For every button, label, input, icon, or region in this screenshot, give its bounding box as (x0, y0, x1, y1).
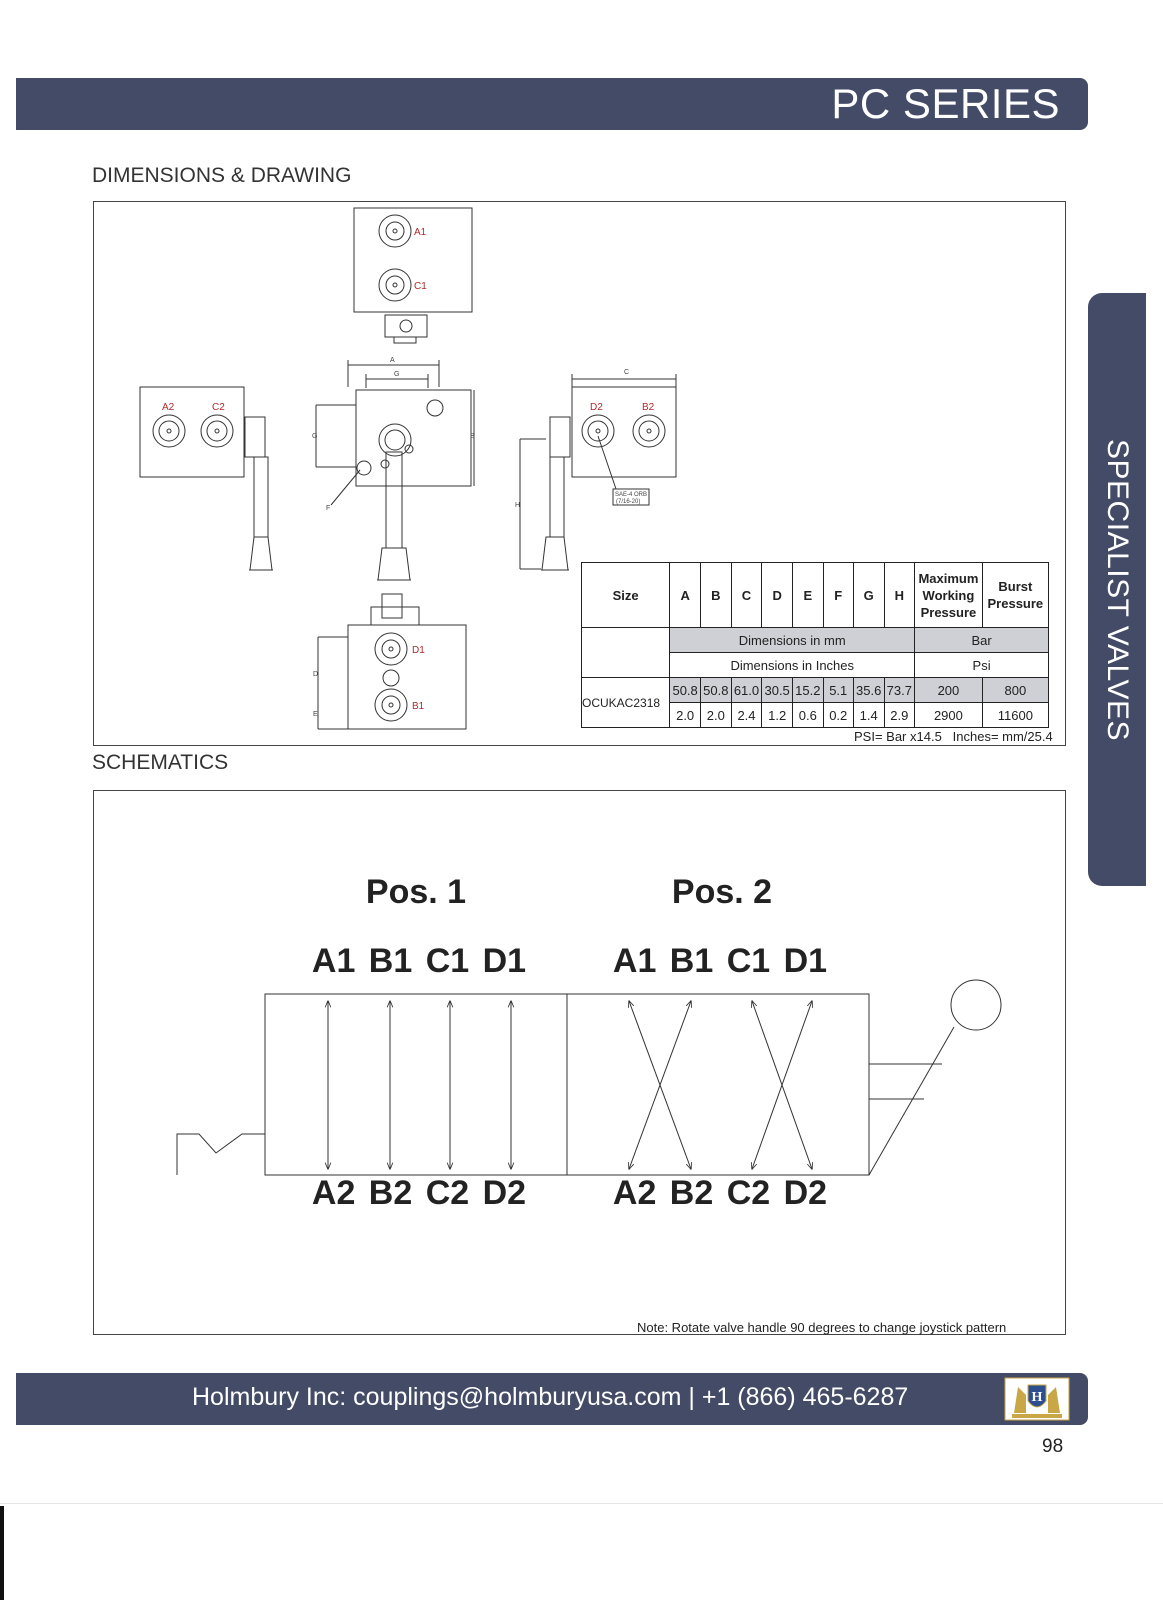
table-row-units-inches: Dimensions in Inches Psi (582, 652, 1049, 678)
units-mm: Dimensions in mm (669, 627, 916, 653)
table-cell: 73.7 (883, 677, 916, 703)
table-cell: 2900 (914, 702, 983, 728)
col-b: B (699, 562, 732, 628)
header-bar: PC SERIES (16, 78, 1088, 130)
table-cell: 2.0 (669, 702, 701, 728)
footer-contact: Holmbury Inc: couplings@holmburyusa.com … (192, 1383, 909, 1411)
schematic-note: Note: Rotate valve handle 90 degrees to … (637, 1320, 1007, 1335)
col-e: E (791, 562, 824, 628)
table-cell: 2.9 (883, 702, 916, 728)
table-cell: 2.4 (730, 702, 763, 728)
table-cell: 30.5 (761, 677, 793, 703)
pos2-top-ports: A1 B1 C1 D1 (613, 942, 827, 980)
table-row-inches: 2.0 2.0 2.4 1.2 0.6 0.2 1.4 2.9 2900 116… (582, 702, 1050, 728)
table-cell: 1.4 (852, 702, 885, 728)
side-tab-label: SPECIALIST VALVES (1101, 439, 1134, 741)
units-inches: Dimensions in Inches (669, 652, 916, 678)
table-row-mm: OCUKAC2318 50.8 50.8 61.0 30.5 15.2 5.1 … (580, 677, 1050, 728)
table-cell: 50.8 (699, 677, 732, 703)
pos1-top-ports: A1 B1 C1 D1 (312, 942, 526, 980)
table-cell: 1.2 (761, 702, 793, 728)
spec-table: Size A B C D E F G H Maximum Working Pre… (580, 562, 1050, 728)
col-c: C (730, 562, 763, 628)
table-cell: 15.2 (791, 677, 824, 703)
scan-edge-shadow (0, 1506, 4, 1600)
dim-label-a: A (390, 357, 395, 364)
dimensions-section-title: DIMENSIONS & DRAWING (92, 164, 352, 187)
table-cell: 50.8 (669, 677, 701, 703)
pos2-label: Pos. 2 (672, 873, 772, 911)
holmbury-logo-icon: H (1004, 1377, 1070, 1421)
dimensions-drawing-box: A1 C1 A2 C2 D2 B2 D1 B1 A G B G F C H D … (93, 201, 1066, 746)
dim-label-b: B (470, 433, 475, 440)
valve-schematic: Pos. 1 Pos. 2 A1 B1 C1 D1 A1 B1 C1 D1 A2… (176, 873, 1002, 1212)
dim-label-e: E (313, 711, 318, 718)
port-label-c1: C1 (414, 281, 427, 292)
orb-note-line1: SAE-4 ORB (615, 492, 647, 498)
table-cell: 200 (914, 677, 983, 703)
side-tab: SPECIALIST VALVES (1088, 293, 1146, 886)
port-label-d2: D2 (590, 402, 603, 413)
pos2-bottom-ports: A2 B2 C2 D2 (613, 1174, 827, 1212)
dim-label-c: C (624, 369, 629, 376)
model-cell: OCUKAC2318 (580, 677, 671, 728)
schematics-box: Pos. 1 Pos. 2 A1 B1 C1 D1 A1 B1 C1 D1 A2… (93, 790, 1066, 1335)
dim-label-f: F (326, 505, 330, 512)
col-a: A (669, 562, 701, 628)
table-header-row: Size A B C D E F G H Maximum Working Pre… (580, 562, 1050, 628)
footer-bar: Holmbury Inc: couplings@holmburyusa.com … (16, 1373, 1088, 1425)
dim-label-h: H (515, 502, 520, 509)
logo-letter: H (1032, 1390, 1043, 1405)
col-h: H (883, 562, 916, 628)
pos1-label: Pos. 1 (366, 873, 466, 911)
col-max-working-pressure: Maximum Working Pressure (914, 562, 983, 628)
table-cell: 5.1 (822, 677, 854, 703)
table-row-units-mm: Dimensions in mm Bar (580, 627, 1049, 678)
page-number: 98 (1042, 1436, 1064, 1457)
table-cell: 11600 (981, 702, 1050, 728)
col-d: D (761, 562, 793, 628)
port-label-d1: D1 (412, 645, 425, 656)
schematics-section-title: SCHEMATICS (92, 751, 229, 774)
table-cell: 0.6 (791, 702, 824, 728)
table-cell: 61.0 (730, 677, 763, 703)
dim-label-d: D (313, 671, 318, 678)
units-psi: Psi (914, 652, 1049, 678)
port-label-a2: A2 (162, 402, 175, 413)
scan-edge-line (0, 1503, 1163, 1504)
units-bar: Bar (914, 627, 1049, 653)
col-f: F (822, 562, 854, 628)
port-label-c2: C2 (212, 402, 225, 413)
table-cell: 800 (981, 677, 1050, 703)
technical-drawing: A1 C1 A2 C2 D2 B2 D1 B1 A G B G F C H D … (139, 207, 677, 730)
table-cell: 0.2 (822, 702, 854, 728)
dim-label-g-side: G (312, 433, 317, 440)
orb-note-line2: (7/16-20) (616, 499, 640, 505)
col-burst-pressure: Burst Pressure (981, 562, 1050, 628)
col-size: Size (580, 562, 671, 628)
table-cell: 2.0 (699, 702, 732, 728)
dim-label-g: G (394, 371, 399, 378)
port-label-a1: A1 (414, 227, 427, 238)
pos1-bottom-ports: A2 B2 C2 D2 (312, 1174, 526, 1212)
port-label-b2: B2 (642, 402, 655, 413)
table-cell: 35.6 (852, 677, 885, 703)
col-g: G (852, 562, 885, 628)
conversion-note: PSI= Bar x14.5 Inches= mm/25.4 (854, 729, 1053, 744)
page-title: PC SERIES (831, 80, 1060, 127)
port-label-b1: B1 (412, 701, 425, 712)
